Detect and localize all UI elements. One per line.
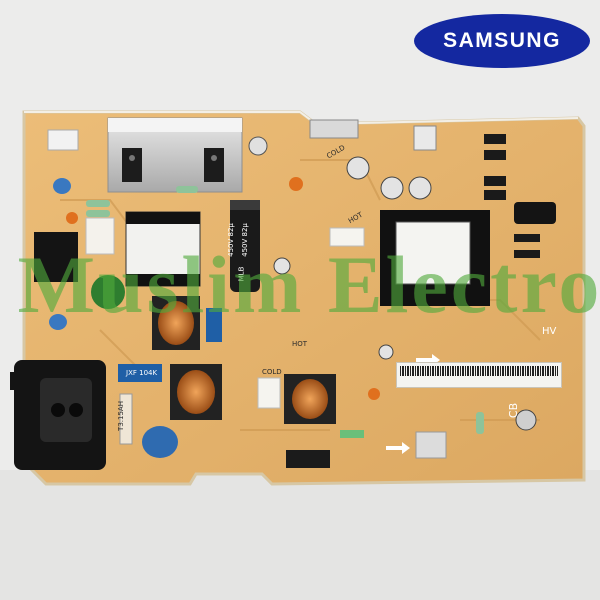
bulk-capacitor — [230, 200, 260, 292]
barcode — [400, 366, 558, 376]
silk-hot-mid: HOT — [292, 340, 308, 348]
fuse-rating: T3.15AH — [116, 401, 125, 431]
main-transformer — [125, 211, 201, 287]
x-cap-mark: JXF 104K — [126, 369, 158, 377]
samsung-logo-text: SAMSUNG — [443, 29, 561, 52]
top-connector — [309, 119, 359, 139]
hv-mark: HV — [542, 326, 557, 337]
small-capacitors — [248, 136, 537, 431]
silk-cold-bottom: COLD — [262, 368, 282, 376]
barcode-sticker — [396, 362, 562, 388]
samsung-logo-ellipse — [414, 14, 590, 68]
ic-mark: CB — [507, 402, 521, 419]
mov — [91, 275, 125, 309]
bottom-connector — [286, 450, 330, 468]
samsung-logo: SAMSUNG — [414, 12, 590, 70]
watermark-text: Muslim Electro — [17, 239, 600, 330]
fuse — [119, 393, 133, 445]
x-capacitor — [118, 364, 162, 382]
